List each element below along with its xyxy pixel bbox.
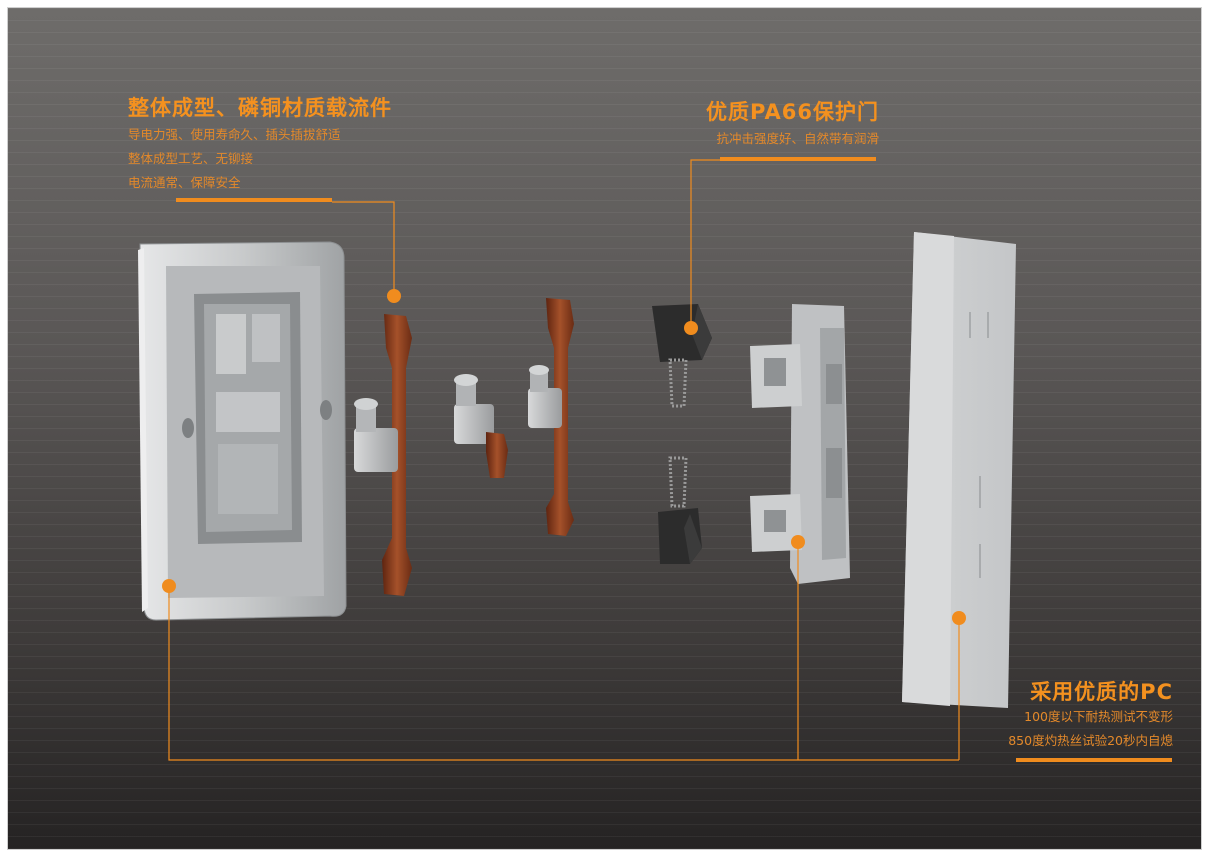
door-callout-line-1: 抗冲击强度好、自然带有润滑 — [716, 131, 879, 146]
contact-callout-line-1: 导电力强、使用寿命久、插头插拔舒适 — [128, 127, 341, 142]
copper-contact-2 — [528, 298, 574, 536]
terminal-screw — [454, 374, 508, 478]
exploded-socket-diagram — [138, 159, 1016, 761]
product-illustration: 整体成型、磷铜材质载流件 导电力强、使用寿命久、插头插拔舒适 整体成型工艺、无铆… — [8, 8, 1201, 849]
contact-callout-line-3: 电流通常、保障安全 — [128, 175, 241, 190]
contact-callout-title: 整体成型、磷铜材质载流件 — [128, 96, 392, 120]
base-frame — [138, 241, 347, 621]
protective-door — [652, 304, 712, 564]
contact-callout-underline — [176, 198, 332, 202]
door-callout-underline — [720, 157, 876, 161]
inner-housing — [750, 304, 850, 584]
door-callout-title: 优质PA66保护门 — [706, 100, 879, 124]
contact-callout-line-2: 整体成型工艺、无铆接 — [128, 151, 254, 166]
pc-callout-line-2: 850度灼热丝试验20秒内自熄 — [1008, 733, 1173, 748]
callout-dots — [162, 289, 966, 625]
copper-contact-1 — [354, 314, 412, 596]
pc-callout-line-1: 100度以下耐热测试不变形 — [1024, 709, 1173, 724]
cover-plate — [902, 232, 1016, 708]
pc-callout-underline — [1016, 758, 1172, 762]
pc-callout-title: 采用优质的PC — [1030, 680, 1173, 704]
